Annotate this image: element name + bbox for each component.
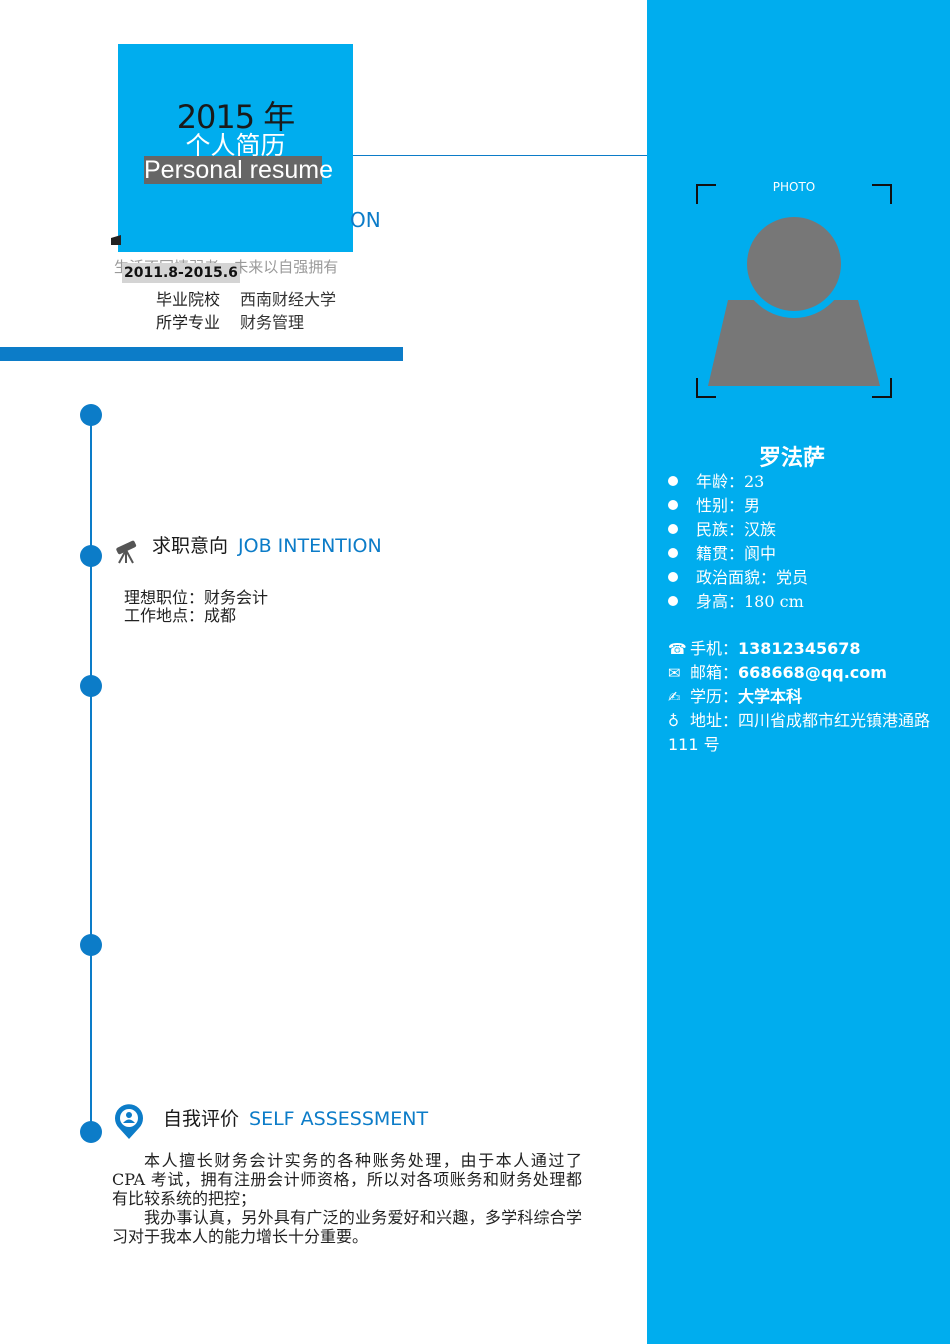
telescope-icon	[116, 540, 137, 564]
resume-title-block: 2015 年 个人简历 Personal resume	[118, 44, 353, 252]
header-divider	[353, 155, 647, 156]
pen-icon: ✍	[668, 688, 681, 706]
self-assessment-title-zh: 自我评价	[163, 1108, 240, 1130]
work-location: 工作地点：成都	[124, 606, 237, 625]
timeline-line	[90, 415, 92, 1133]
info-gender: 性别：男	[668, 494, 808, 518]
education-heading-tail: ON	[350, 208, 381, 232]
candidate-name: 罗法萨	[758, 446, 825, 471]
contact-education: ✍学历：大学本科	[668, 685, 940, 709]
info-height: 身高：180 cm	[668, 590, 808, 614]
info-ethnicity: 民族：汉族	[668, 518, 808, 542]
photo-frame: PHOTO	[696, 180, 892, 398]
education-major-row: 所学专业财务管理	[156, 309, 304, 333]
self-assessment-title-en: SELF ASSESSMENT	[249, 1108, 429, 1130]
contact-info: ☎手机：13812345678 ✉邮箱：668668@qq.com ✍学历：大学…	[668, 637, 940, 756]
major-value: 财务管理	[240, 313, 305, 332]
timeline-dot	[80, 545, 102, 567]
job-intention-title-en: JOB INTENTION	[238, 535, 382, 557]
personal-info-list: 年龄：23 性别：男 民族：汉族 籍贯：阆中 政治面貌：党员 身高：180 cm	[668, 470, 808, 614]
info-age: 年龄：23	[668, 470, 808, 494]
self-assessment-body: 本人擅长财务会计实务的各种账务处理，由于本人通过了 CPA 考试，拥有注册会计师…	[112, 1151, 582, 1246]
timeline-dot	[80, 1121, 102, 1143]
section-divider-bar	[0, 347, 403, 361]
contact-email: ✉邮箱：668668@qq.com	[668, 661, 940, 685]
contact-phone: ☎手机：13812345678	[668, 637, 940, 661]
timeline-dot	[80, 675, 102, 697]
ideal-position: 理想职位：财务会计	[124, 588, 269, 607]
info-political-status: 政治面貌：党员	[668, 566, 808, 590]
graduation-cap-icon	[111, 235, 121, 245]
self-assessment-paragraph: 本人擅长财务会计实务的各种账务处理，由于本人通过了 CPA 考试，拥有注册会计师…	[112, 1151, 582, 1208]
school-value: 西南财经大学	[240, 290, 337, 309]
contact-address: ♁地址：四川省成都市红光镇港通路 111 号	[668, 711, 931, 754]
job-intention-body: 理想职位：财务会计 工作地点：成都	[124, 589, 268, 625]
timeline-dot	[80, 404, 102, 426]
photo-label: PHOTO	[772, 180, 816, 194]
envelope-icon: ✉	[668, 664, 681, 682]
avatar-placeholder-icon	[708, 210, 880, 386]
school-label: 毕业院校	[156, 290, 221, 309]
resume-year: 2015 年	[176, 98, 296, 136]
user-location-icon	[115, 1104, 143, 1139]
info-hometown: 籍贯：阆中	[668, 542, 808, 566]
resume-title-en: Personal resume	[144, 156, 333, 184]
location-pin-icon: ♁	[668, 712, 679, 730]
phone-icon: ☎	[668, 640, 687, 658]
job-intention-title: 求职意向 JOB INTENTION	[152, 531, 382, 558]
self-assessment-title: 自我评价 SELF ASSESSMENT	[163, 1104, 428, 1131]
job-intention-title-zh: 求职意向	[152, 535, 229, 557]
education-date-range: 2011.8-2015.6	[122, 263, 240, 283]
self-assessment-paragraph: 我办事认真，另外具有广泛的业务爱好和兴趣，多学科综合学习对于我本人的能力增长十分…	[112, 1208, 582, 1246]
education-school-row: 毕业院校西南财经大学	[156, 286, 336, 310]
resume-title-zh: 个人简历	[185, 131, 286, 160]
major-label: 所学专业	[156, 313, 221, 332]
timeline-dot	[80, 934, 102, 956]
